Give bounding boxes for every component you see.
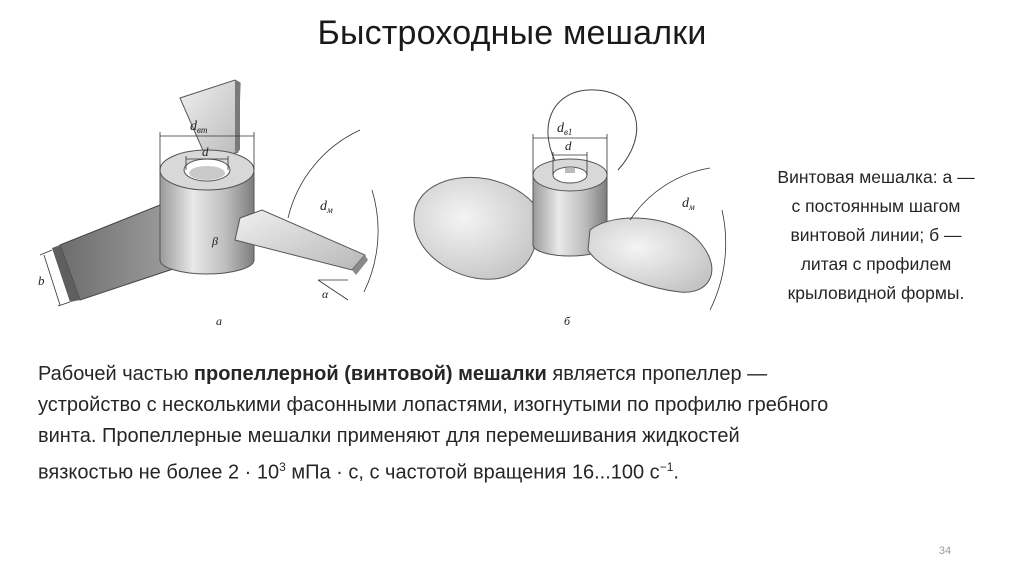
figure-label-a: а	[216, 314, 222, 328]
page-number: 34	[938, 545, 952, 557]
figure-label-b: б	[564, 314, 571, 328]
propeller-a: dвт d dм β α b а	[38, 79, 379, 328]
width-label-b: b	[38, 273, 45, 288]
caption-line: с постоянным шагом	[791, 196, 961, 216]
body-line: устройство с несколькими фасонными лопас…	[38, 394, 829, 416]
body-paragraph: Рабочей частью пропеллерной (винтовой) м…	[38, 359, 978, 489]
body-line: Рабочей частью пропеллерной (винтовой) м…	[38, 363, 768, 385]
superscript: 3	[279, 460, 286, 474]
propeller-figure: dвт d dм β α b а	[38, 79, 727, 328]
propeller-b: dв1 d dм б	[413, 89, 727, 328]
dim-label-b-dm: dм	[682, 196, 695, 212]
dim-label-b-d: d	[565, 138, 572, 153]
caption-line: литая с профилем	[800, 254, 952, 274]
figure-caption: Винтовая мешалка: а — с постоянным шагом…	[740, 163, 1012, 308]
slide-title: Быстроходные мешалки	[317, 14, 707, 52]
angle-label-alpha: α	[322, 287, 329, 301]
dim-label-a-dvt: dвт	[190, 119, 208, 135]
bold-term: пропеллерной (винтовой) мешалки	[193, 363, 547, 385]
dim-label-a-dm: dм	[320, 199, 333, 215]
dim-label-a-d: d	[202, 144, 209, 159]
body-line: винта. Пропеллерные мешалки применяют дл…	[38, 425, 740, 447]
dim-label-b-dv1: dв1	[557, 121, 572, 137]
angle-label-beta: β	[211, 234, 218, 248]
caption-line: винтовой линии; б —	[790, 225, 962, 245]
superscript: −1	[659, 460, 674, 474]
caption-line: Винтовая мешалка: а —	[777, 167, 975, 187]
caption-line: крыловидной формы.	[787, 283, 965, 303]
body-line: вязкостью не более 2 · 103 мПа · с, с ча…	[38, 460, 679, 484]
